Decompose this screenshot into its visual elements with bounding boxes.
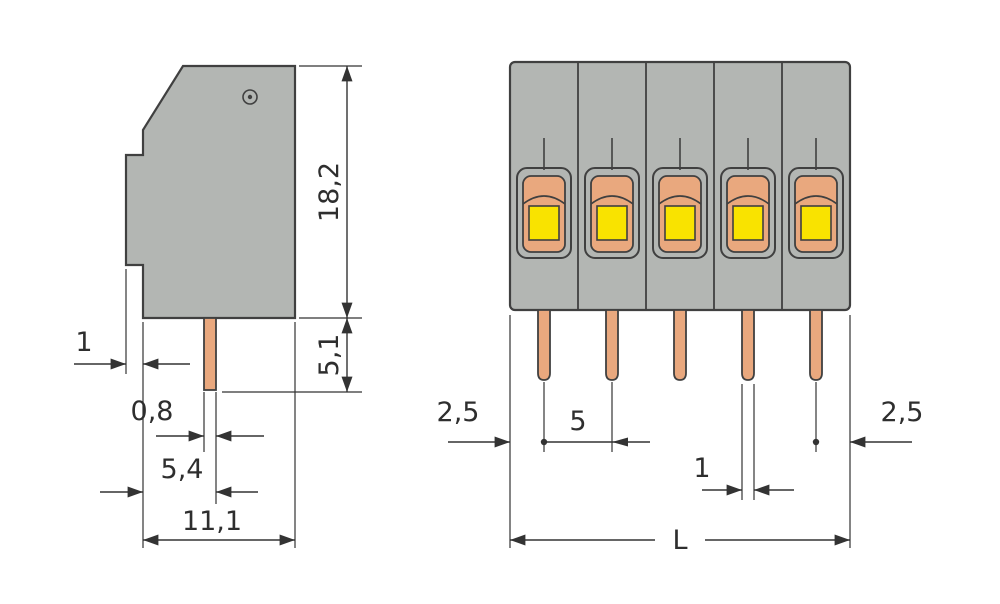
- dim-depth-label: 11,1: [182, 506, 242, 537]
- test-port-center: [247, 94, 253, 100]
- solder-pin: [537, 309, 551, 381]
- dim-total-length-label: L: [672, 525, 687, 556]
- dim-edge-right-label: 2,5: [881, 397, 924, 428]
- dim-pitch-label: 5: [569, 406, 586, 437]
- dim-flange-label: 1: [75, 327, 92, 358]
- dim-pin-thickness-label: 0,8: [131, 396, 174, 427]
- solder-pin: [673, 309, 687, 381]
- solder-pin-side: [203, 317, 217, 391]
- dim-arrowhead-pitch: [612, 437, 628, 447]
- dim-pin-to-front-label: 5,4: [161, 454, 204, 485]
- dim-pin-width-label: 1: [693, 453, 710, 484]
- dim-edge-left-label: 2,5: [437, 397, 480, 428]
- dim-origin-dot: [812, 438, 820, 446]
- dim-height-label: 18,2: [314, 162, 345, 222]
- housing-side-profile: [124, 64, 297, 320]
- solder-pin: [605, 309, 619, 381]
- solder-pin: [809, 309, 823, 381]
- front-view: 2,5 5 1 2,5 L: [437, 60, 924, 556]
- side-view: 18,2 5,1 1 0,8 5,4 11,1: [74, 64, 362, 548]
- solder-pin: [741, 309, 755, 381]
- test-port-hole: [242, 89, 258, 105]
- dim-pin-length-label: 5,1: [314, 334, 345, 377]
